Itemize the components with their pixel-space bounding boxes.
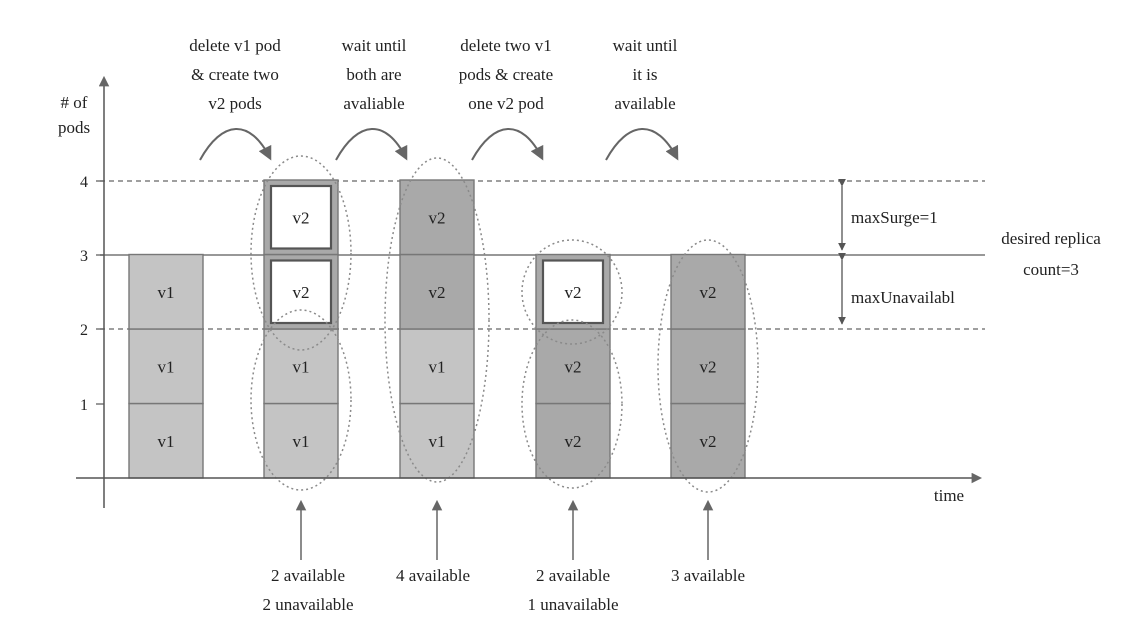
- step-arrow: [199, 128, 272, 161]
- y-axis-label-line1: # of: [61, 93, 88, 112]
- pod-column-5: v2 v2 v2: [670, 253, 746, 479]
- step-arrow: [471, 128, 544, 161]
- pod-columns: v1 v1 v1 v1 v1 v2 v2 v1 v1 v2 v2 v2 v2 v2 v2 v2 v2: [128, 179, 746, 479]
- pod-label: v1: [158, 432, 175, 451]
- pod-cell: [670, 328, 746, 405]
- step-caption-line: wait until: [613, 36, 678, 55]
- pod-label: v1: [158, 283, 175, 302]
- step-caption-line: available: [614, 94, 675, 113]
- step-caption-line: delete v1 pod: [189, 36, 281, 55]
- pod-label: v1: [293, 357, 310, 376]
- tick-label-4: 4: [80, 174, 88, 191]
- pod-cell: [128, 253, 204, 330]
- tick-label-2: 2: [80, 322, 88, 339]
- pod-label: v2: [293, 283, 310, 302]
- step-arrow: [605, 128, 679, 161]
- pod-label: v2: [565, 432, 582, 451]
- status-caption-line: 1 unavailable: [527, 595, 618, 614]
- pod-cell: [670, 253, 746, 330]
- pod-label: v2: [429, 208, 446, 227]
- pod-cell: [399, 402, 475, 479]
- status-captions: 2 available 2 unavailable 4 available 2 ava…: [262, 566, 745, 614]
- x-axis-label: time: [934, 486, 964, 505]
- pod-column-4: v2 v2 v2: [535, 253, 611, 479]
- step-caption-line: avaliable: [343, 94, 404, 113]
- new-pod-box: [269, 184, 333, 250]
- group-ellipse: [521, 239, 623, 345]
- grouping-ellipses: [250, 155, 759, 493]
- pod-label: v2: [429, 283, 446, 302]
- step-caption-line: it is: [632, 65, 657, 84]
- pod-column-2: v1 v1 v2 v2: [263, 179, 339, 479]
- step-caption-line: delete two v1: [460, 36, 552, 55]
- group-ellipse: [657, 239, 759, 493]
- step-arrows: [199, 128, 714, 560]
- pod-cell: [128, 328, 204, 405]
- pod-label: v2: [293, 208, 310, 227]
- status-caption-line: 3 available: [671, 566, 745, 585]
- step-caption-line: wait until: [342, 36, 407, 55]
- pod-cell: [535, 402, 611, 479]
- pod-cell: [399, 253, 475, 330]
- desired-replica-label-line2: count=3: [1023, 260, 1079, 279]
- step-caption-line: v2 pods: [208, 94, 261, 113]
- pod-column-3: v1 v1 v2 v2: [399, 179, 475, 479]
- pod-label: v2: [565, 357, 582, 376]
- new-pod-box: [269, 259, 333, 325]
- pod-cell: [535, 328, 611, 405]
- step-caption-line: pods & create: [459, 65, 553, 84]
- pod-label: v1: [293, 432, 310, 451]
- status-caption-line: 4 available: [396, 566, 470, 585]
- desired-replica-label-line1: desired replica: [1001, 229, 1101, 248]
- status-caption-line: 2 available: [271, 566, 345, 585]
- step-caption-line: both are: [346, 65, 401, 84]
- group-ellipse: [250, 309, 352, 491]
- max-surge-label: maxSurge=1: [851, 208, 938, 227]
- status-caption-line: 2 available: [536, 566, 610, 585]
- tick-label-3: 3: [80, 248, 88, 265]
- pod-column-1: v1 v1 v1: [128, 253, 204, 479]
- step-captions: delete v1 pod & create two v2 pods wait unt…: [189, 36, 677, 113]
- status-caption-line: 2 unavailable: [262, 595, 353, 614]
- y-axis-label-line2: pods: [58, 118, 90, 137]
- pod-cell: [399, 328, 475, 405]
- pod-label: v2: [700, 283, 717, 302]
- max-unavailable-label: maxUnavailabl: [851, 288, 955, 307]
- pod-label: v1: [429, 432, 446, 451]
- step-caption-line: & create two: [191, 65, 279, 84]
- step-arrow: [335, 128, 408, 161]
- group-ellipse: [521, 319, 623, 489]
- new-pod-box: [541, 259, 605, 325]
- pod-cell: [399, 179, 475, 256]
- pod-label: v1: [158, 357, 175, 376]
- group-ellipse: [250, 155, 352, 351]
- pod-cell: [128, 402, 204, 479]
- pod-label: v2: [700, 432, 717, 451]
- tick-label-1: 1: [80, 397, 88, 414]
- group-ellipse: [384, 157, 490, 483]
- step-caption-line: one v2 pod: [468, 94, 544, 113]
- pod-label: v2: [565, 283, 582, 302]
- pod-label: v1: [429, 357, 446, 376]
- pod-label: v2: [700, 357, 717, 376]
